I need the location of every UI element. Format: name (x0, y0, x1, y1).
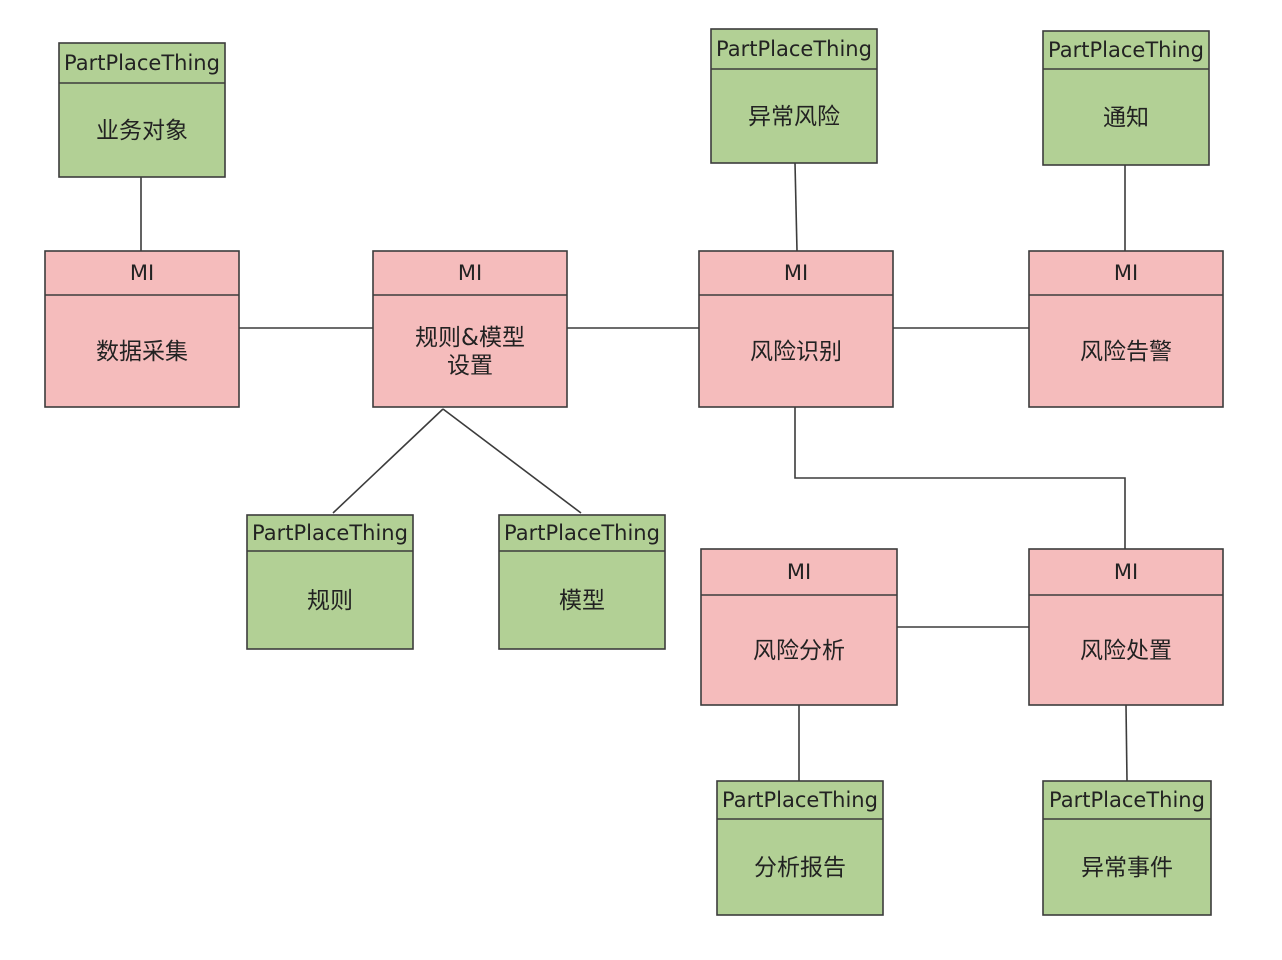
box-frame (1028, 250, 1224, 408)
box-frame (1042, 30, 1210, 166)
box-stereotype-label: MI (1114, 560, 1138, 584)
box-stereotype-label: PartPlaceThing (716, 37, 872, 61)
box-stereotype-label: MI (130, 261, 154, 285)
partplacething-box-abn_event: PartPlaceThing 异常事件 (1042, 780, 1212, 916)
partplacething-box-model: PartPlaceThing 模型 (498, 514, 666, 650)
box-frame (498, 514, 666, 650)
box-stereotype-label: MI (784, 261, 808, 285)
box-name-label: 规则&模型 (415, 325, 525, 351)
box-frame (58, 42, 226, 178)
box-frame (372, 250, 568, 408)
connector-abn_risk-identify (794, 162, 798, 252)
box-frame (700, 548, 898, 706)
box-name-label: 通知 (1103, 105, 1149, 131)
box-stereotype-label: MI (787, 560, 811, 584)
mi-box-collect: MI 数据采集 (44, 250, 240, 408)
box-frame (44, 250, 240, 408)
box-name-label: 业务对象 (96, 118, 188, 144)
box-frame (698, 250, 894, 408)
box-name-label: 模型 (559, 588, 605, 614)
box-frame (1028, 548, 1224, 706)
connector-handle-abn_event (1125, 704, 1128, 782)
box-name-label: 异常风险 (748, 104, 840, 130)
box-stereotype-label: PartPlaceThing (1048, 38, 1204, 62)
box-name-label: 风险识别 (750, 339, 842, 365)
mi-box-handle: MI 风险处置 (1028, 548, 1224, 706)
connector-rules-rule (332, 408, 444, 514)
box-name-label: 风险分析 (753, 638, 845, 664)
box-frame (246, 514, 414, 650)
box-stereotype-label: PartPlaceThing (504, 521, 660, 545)
box-name-label: 风险告警 (1080, 339, 1172, 365)
box-stereotype-label: PartPlaceThing (722, 788, 878, 812)
partplacething-box-abn_risk: PartPlaceThing 异常风险 (710, 28, 878, 164)
box-name-label: 分析报告 (754, 855, 846, 881)
box-stereotype-label: PartPlaceThing (1049, 788, 1205, 812)
box-frame (710, 28, 878, 164)
box-name-label: 异常事件 (1081, 855, 1173, 881)
mi-box-identify: MI 风险识别 (698, 250, 894, 408)
box-frame (1042, 780, 1212, 916)
box-frame (716, 780, 884, 916)
box-stereotype-label: MI (1114, 261, 1138, 285)
partplacething-box-notice: PartPlaceThing 通知 (1042, 30, 1210, 166)
connectors (140, 162, 1128, 782)
partplacething-box-report: PartPlaceThing 分析报告 (716, 780, 884, 916)
box-stereotype-label: MI (458, 261, 482, 285)
box-name-label: 规则 (307, 588, 353, 614)
box-stereotype-label: PartPlaceThing (64, 51, 220, 75)
box-name-label: 设置 (447, 353, 493, 379)
partplacething-box-rule: PartPlaceThing 规则 (246, 514, 414, 650)
connector-identify-handle (794, 407, 1126, 549)
mi-box-analyze: MI 风险分析 (700, 548, 898, 706)
connector-rules-model (442, 408, 582, 514)
partplacething-box-biz_obj: PartPlaceThing 业务对象 (58, 42, 226, 178)
box-name-label: 风险处置 (1080, 638, 1172, 664)
box-name-label: 数据采集 (96, 339, 188, 365)
mi-box-alert: MI 风险告警 (1028, 250, 1224, 408)
box-stereotype-label: PartPlaceThing (252, 521, 408, 545)
